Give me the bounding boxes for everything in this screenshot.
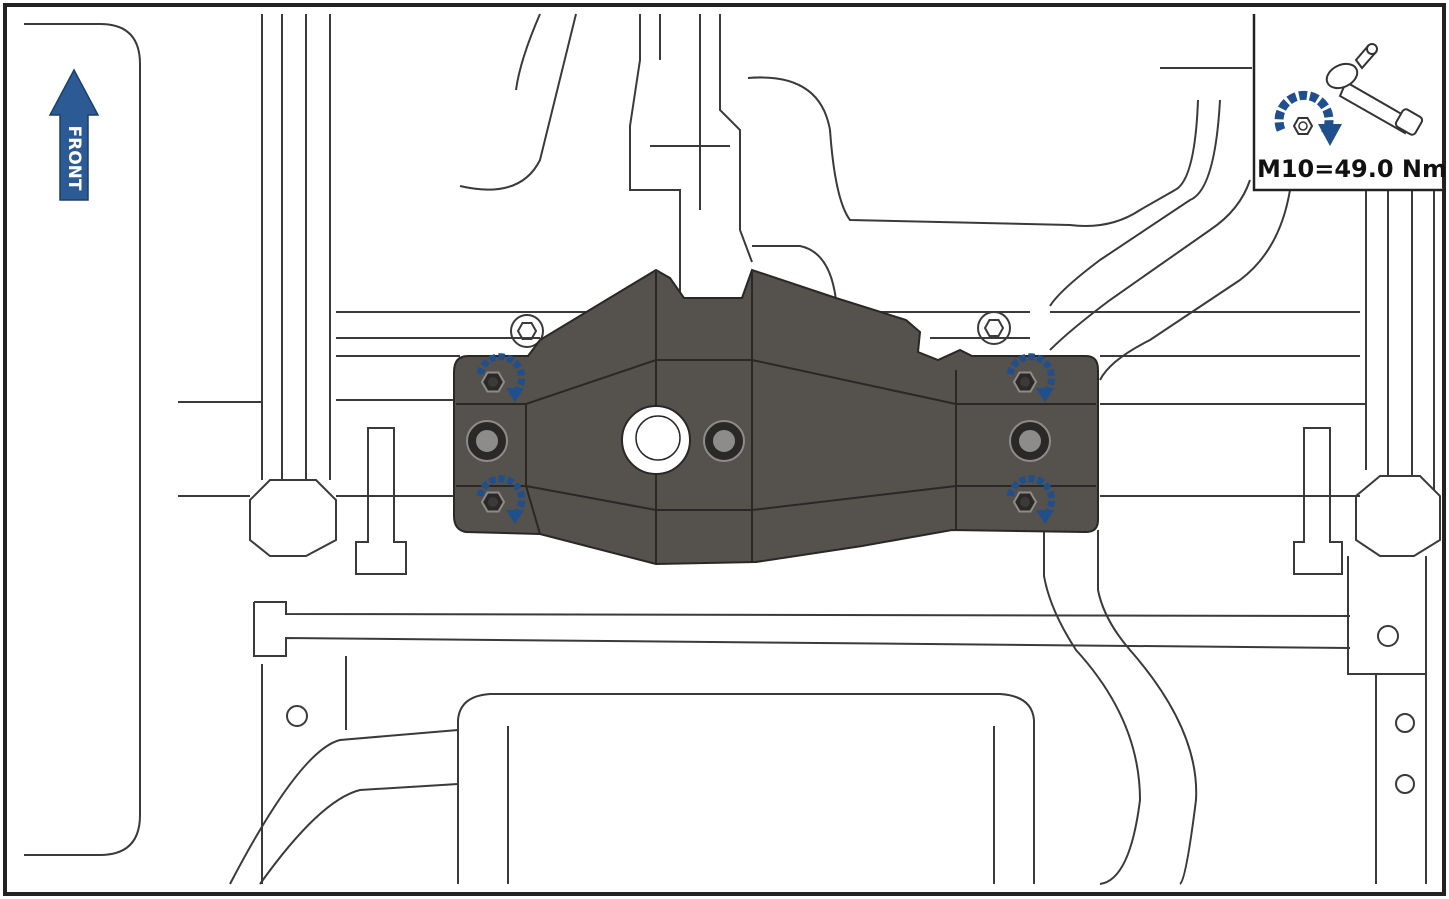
front-label: FRONT xyxy=(64,126,84,191)
hex-bolt-icon xyxy=(510,311,1011,348)
skid-plate xyxy=(453,268,1099,566)
torque-spec-box: M10=49.0 Nm xyxy=(1252,14,1447,192)
front-arrow-icon xyxy=(48,68,100,201)
access-hole xyxy=(466,420,1051,462)
chassis-frame xyxy=(178,13,1441,885)
torque-spec-label: M10=49.0 Nm xyxy=(1257,155,1447,183)
diagram-border xyxy=(3,3,1446,896)
left-body-panel xyxy=(24,23,141,856)
torque-wrench-icon xyxy=(1325,43,1424,136)
tighten-rotation-icon xyxy=(1274,90,1342,146)
